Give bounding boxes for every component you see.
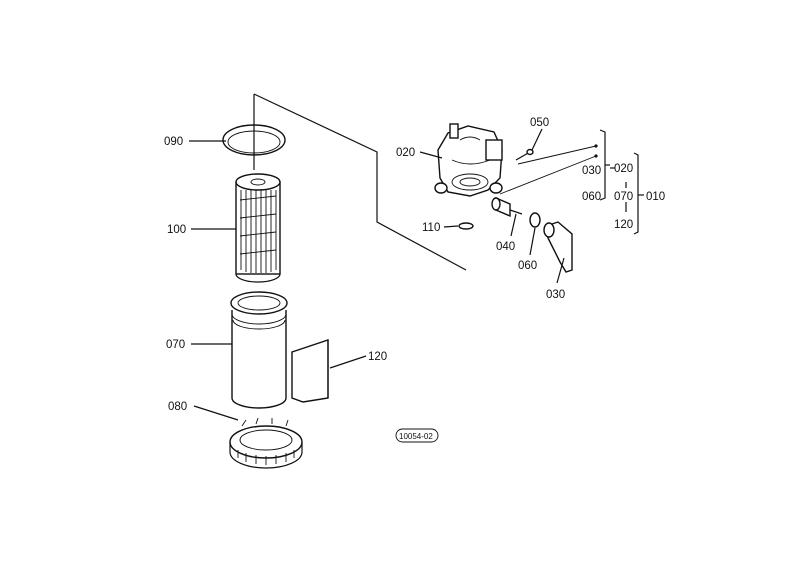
reference-code-text: 10054-02 — [399, 432, 433, 441]
callout-040: 040 — [496, 241, 515, 253]
callout-110: 110 — [422, 222, 440, 234]
filter-head-020 — [434, 123, 503, 197]
screw-050 — [515, 148, 534, 161]
callout-100: 100 — [167, 224, 186, 236]
ring-nut-080 — [229, 417, 303, 469]
callout-030: 030 — [546, 289, 565, 301]
kit-label-120: 120 — [614, 219, 633, 231]
reference-code: 10054-02 — [395, 428, 439, 443]
callout-080: 080 — [168, 401, 187, 413]
o-ring-060 — [529, 212, 541, 228]
kit-label-070: 070 — [614, 191, 633, 203]
spindle-040 — [491, 196, 523, 218]
kit-label-010: 010 — [646, 191, 665, 203]
kit-label-060: 060 — [582, 191, 601, 203]
axis-line-upper — [517, 145, 597, 165]
filter-element-100 — [235, 173, 281, 283]
axis-point-upper — [594, 144, 598, 148]
o-ring-110 — [458, 222, 474, 230]
callout-050: 050 — [530, 117, 549, 129]
callout-090: 090 — [164, 136, 183, 148]
lever-030 — [543, 221, 573, 273]
callout-060: 060 — [518, 260, 537, 272]
kit-label-030: 030 — [582, 165, 601, 177]
axis-line-lower — [499, 155, 597, 195]
callout-070: 070 — [166, 339, 185, 351]
axis-point-lower — [594, 154, 598, 158]
kit-bracket — [599, 129, 644, 235]
callout-120: 120 — [368, 351, 387, 363]
assembly-line — [253, 93, 467, 271]
bowl-070 — [230, 291, 288, 409]
label-sticker-120 — [291, 339, 329, 403]
kit-label-020: 020 — [614, 163, 633, 175]
callout-leaders — [189, 128, 565, 421]
callout-020: 020 — [396, 147, 415, 159]
